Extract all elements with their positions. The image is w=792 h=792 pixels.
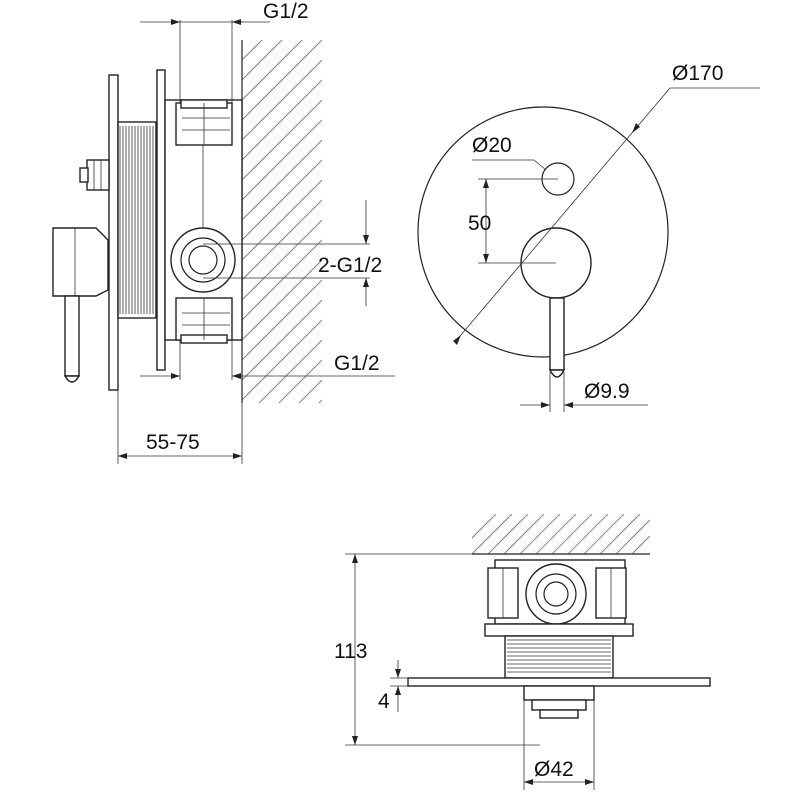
lever-tip-front [548, 369, 566, 378]
dim-spacing-label: 50 [468, 212, 491, 235]
bottom-faceplate [407, 677, 711, 687]
dim-plate: 4 [378, 660, 408, 713]
bottom-thread-lines [507, 639, 611, 673]
dim-small-diameter: Ø20 [472, 134, 547, 171]
dim-bottom-thread: G1/2 [140, 340, 395, 380]
center-connection-mid [180, 237, 226, 283]
center-connection-inner [188, 245, 218, 275]
dim-outer-diameter: Ø170 [453, 62, 760, 345]
bottom-center-connection [525, 563, 587, 625]
bottom-center-mid [535, 573, 577, 615]
bottom-knob-base [523, 685, 595, 701]
bottom-flange [484, 623, 634, 637]
dim-top-thread-label: G1/2 [263, 0, 309, 23]
dim-mid-thread: 2-G1/2 [203, 200, 382, 306]
dim-depth-label: 55-75 [146, 431, 200, 454]
bottom-center-inner [543, 581, 569, 607]
dim-mid-thread-label: 2-G1/2 [318, 254, 382, 277]
dim-depth: 55-75 [117, 318, 243, 464]
cover-plate [417, 106, 669, 358]
front-view: Ø170 Ø20 50 Ø9.9 [417, 62, 760, 412]
dim-small-diameter-label: Ø20 [472, 134, 512, 157]
bottom-thread-body [504, 635, 614, 679]
lever-handle [64, 295, 80, 377]
ceiling-hatch [472, 514, 650, 554]
dim-bottom-thread-label: G1/2 [334, 352, 380, 375]
faceplate [108, 74, 119, 391]
dim-bottom-diameter-label: Ø42 [534, 758, 574, 781]
diverter-knob [86, 159, 110, 191]
side-view: G1/2 2-G1/2 G1/2 [52, 0, 395, 464]
dim-outer-diameter-label: Ø170 [672, 62, 723, 85]
bottom-view: 113 4 Ø42 [334, 514, 711, 790]
dim-height: 113 [334, 553, 540, 746]
wall-hatch [242, 40, 322, 403]
lever-hub [52, 227, 109, 297]
dim-spacing: 50 [468, 178, 558, 264]
thread-lines [119, 126, 154, 314]
dim-lever-diameter: Ø9.9 [520, 372, 648, 412]
lever-handle-front [549, 297, 565, 371]
dim-height-label: 113 [334, 640, 367, 663]
dim-bottom-diameter: Ø42 [523, 700, 595, 790]
bottom-knob-tip [539, 709, 579, 719]
dim-plate-label: 4 [378, 690, 390, 713]
diverter-knob-tip [79, 167, 89, 183]
mounting-flange [156, 69, 166, 371]
lever-tip [63, 375, 81, 383]
bottom-knob-mid [531, 699, 587, 711]
dim-lever-diameter-label: Ø9.9 [584, 380, 630, 403]
dim-top-thread: G1/2 [140, 0, 309, 103]
